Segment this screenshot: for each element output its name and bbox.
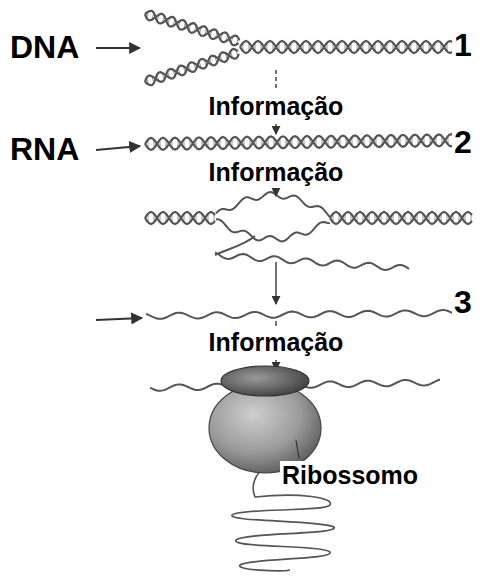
leader-line [296,440,299,458]
flow-arrow [275,70,277,90]
helix-strand [240,41,472,53]
rna-strand [215,236,255,255]
step-number: 2 [452,124,474,161]
helix-strand [145,49,238,82]
flow-label: Informação [207,158,346,187]
nucleic-acid-strands [145,11,472,391]
helix-strand [330,212,472,224]
flow-arrow [275,189,277,196]
helix-strand [145,14,239,46]
helix-strand [145,212,215,224]
flow-label: Informação [207,92,346,121]
helix-strand [145,212,215,224]
helix-strand [330,212,472,224]
pointer-arrow [96,318,142,320]
helix-strand [145,11,239,42]
pointer-arrow [96,47,140,49]
single-strand [216,219,330,241]
helix-strand [145,134,471,150]
single-strand [216,192,330,217]
step-number: 1 [452,27,474,64]
ribosome-small-subunit [221,366,309,396]
flow-arrow [275,124,277,134]
molecule-label: RNA [8,131,81,168]
helix-strand [240,41,472,53]
flow-arrow [275,262,277,304]
part-label: Ribossomo [280,461,420,490]
single-strand [146,310,472,319]
step-number: 3 [452,284,474,321]
helix-strand [145,134,471,150]
single-strand [215,253,409,270]
flow-arrow [275,321,277,326]
molecule-label: DNA [8,29,81,66]
flow-label: Informação [207,328,346,357]
pointer-arrow [96,146,140,150]
